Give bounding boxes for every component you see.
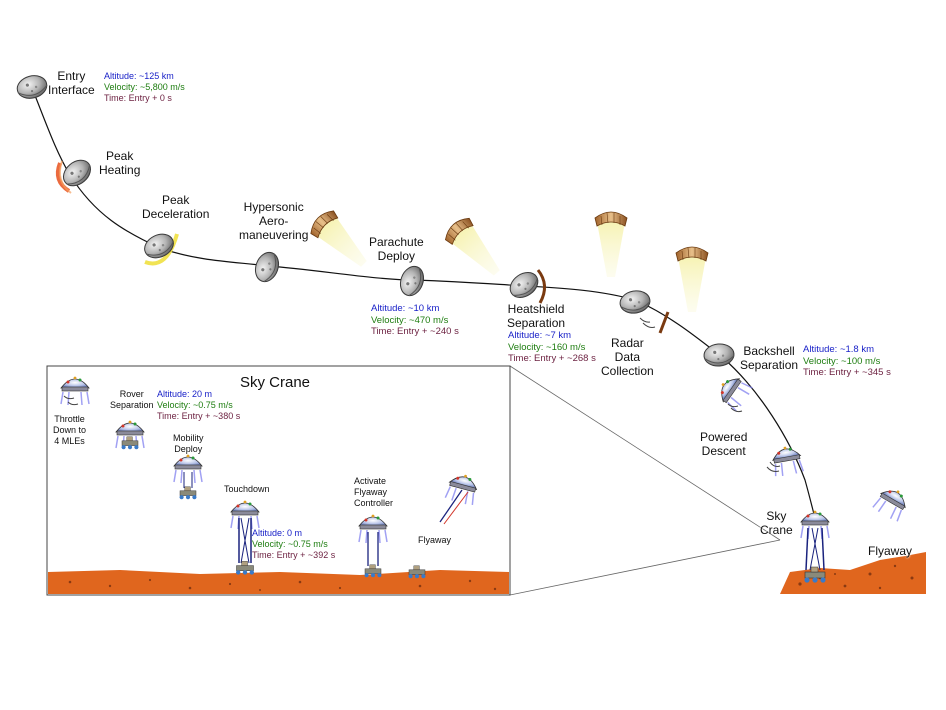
touchdown-icon	[230, 499, 260, 576]
deceleration-capsule-icon	[140, 229, 179, 266]
activate-flyaway-icon	[358, 513, 426, 579]
radar-capsule-icon	[594, 211, 670, 334]
inset-ground	[48, 570, 509, 594]
inset-ground-rocks	[68, 578, 497, 591]
inset-stats-rover-separation: Altitude: 20 m Velocity: ~0.75 m/s Time:…	[157, 389, 241, 421]
stats-heatshield-separation: Altitude: ~7 km Velocity: ~160 m/s Time:…	[508, 330, 596, 364]
flyaway-right-icon	[871, 482, 912, 523]
inset-connector-bottom	[509, 539, 781, 596]
inset-stats-touchdown: Altitude: 0 m Velocity: ~0.75 m/s Time: …	[252, 528, 336, 560]
powered-descent-icon	[713, 371, 805, 478]
stats-entry-interface: Altitude: ~125 km Velocity: ~5,800 m/s T…	[104, 71, 185, 103]
stats-parachute-deploy: Altitude: ~10 km Velocity: ~470 m/s Time…	[371, 303, 459, 337]
label-flyaway: Flyaway	[868, 544, 913, 558]
inset-connector-top	[509, 365, 781, 541]
throttle-down-icon	[60, 375, 90, 406]
heating-capsule-icon	[55, 154, 97, 194]
mobility-deploy-icon	[173, 453, 203, 500]
entry-capsule-icon	[14, 71, 50, 103]
inset-flyaway-icon	[439, 470, 481, 525]
sky-crane-right-icon	[800, 509, 830, 584]
trajectory-path	[31, 87, 817, 521]
backshell-separation-icon	[675, 246, 736, 368]
stats-backshell-separation: Altitude: ~1.8 km Velocity: ~100 m/s Tim…	[803, 344, 891, 378]
heatshield-separation-icon	[441, 213, 546, 304]
sky-crane-inset-box	[46, 365, 511, 596]
hypersonic-capsule-icon	[251, 248, 283, 286]
inset-title: Sky Crane	[240, 374, 311, 391]
ground-right	[780, 552, 926, 594]
inset-label-flyaway: Flyaway	[418, 535, 452, 545]
ground-right-rocks	[798, 564, 914, 590]
inset-label-touchdown: Touchdown	[224, 484, 270, 494]
